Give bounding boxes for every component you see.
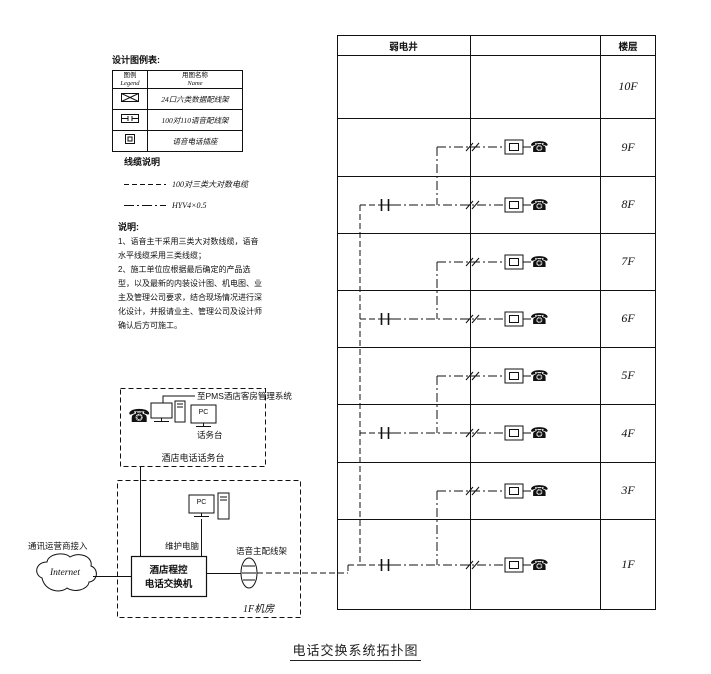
data-patch-panel-icon xyxy=(121,93,139,102)
note-line: 确认后方可施工。 xyxy=(118,321,182,330)
telephone-icon: ☎ xyxy=(530,483,549,500)
pms-leader-line xyxy=(162,395,195,403)
note-line: 主及管理公司要求，结合现场情况进行深 xyxy=(118,293,262,302)
note-line: 化设计，并报请业主、管理公司及设计师 xyxy=(118,307,262,316)
pbx-label-line2: 电话交换机 xyxy=(144,579,193,590)
riser-rows: ☎ ☎ ☎ ☎ ☎ ☎ ☎ ☎ xyxy=(359,139,549,574)
workstation-monitor-icon xyxy=(150,402,173,419)
telephone-icon: ☎ xyxy=(530,368,549,385)
floor-label-5F: 5F xyxy=(621,368,635,382)
floor-column-header: 楼层 xyxy=(618,41,638,53)
note-line: 1、语音主干采用三类大对数线缆，语音 xyxy=(118,237,259,246)
operator-console-area xyxy=(120,388,266,467)
machine-room-boundary xyxy=(117,480,301,618)
phone-socket-icon xyxy=(504,368,524,384)
legend-row: 语音电话插座 xyxy=(112,130,243,152)
cable-legend-item: HYV4×0.5 xyxy=(124,201,248,210)
workstation-tower-icon xyxy=(174,400,186,423)
telephone-icon: ☎ xyxy=(530,557,549,574)
shaft-header: 弱电井 xyxy=(389,41,418,53)
cable-count-mark xyxy=(465,428,474,438)
cable-legend: 线缆说明 100对三类大对数电缆 HYV4×0.5 xyxy=(124,155,248,210)
phone-socket-icon xyxy=(504,311,524,327)
cable-count-mark xyxy=(465,257,474,267)
phone-socket-icon xyxy=(504,483,524,499)
main-title: 电话交换系统拓扑图 xyxy=(0,640,711,661)
console-area-boundary xyxy=(120,388,266,467)
floor-label-10F: 10F xyxy=(618,79,638,93)
cable-legend-item: 100对三类大对数电缆 xyxy=(124,179,248,190)
machine-room-area xyxy=(117,480,301,618)
maintenance-pc-screen-label: PC xyxy=(196,499,207,506)
mdf-riser-cable xyxy=(257,564,361,574)
cable-count-mark xyxy=(465,314,474,324)
cable-count-mark xyxy=(465,371,474,381)
legend-header-symbol: 图例 Legend xyxy=(112,70,148,89)
phone-socket-icon xyxy=(504,425,524,441)
legend-row: 100对110语音配线架 xyxy=(112,109,243,131)
telephone-icon: ☎ xyxy=(530,254,549,271)
maintenance-pc-tower-icon xyxy=(217,492,230,520)
cable-count-mark xyxy=(465,486,474,496)
operator-console-label: 话务台 xyxy=(197,430,223,440)
internet-cloud-label: Internet xyxy=(49,568,81,578)
floor-label-6F: 6F xyxy=(621,311,635,325)
floor-label-8F: 8F xyxy=(621,197,635,211)
phone-socket-legend-icon xyxy=(125,134,135,144)
pbx-label-line1: 酒店程控 xyxy=(149,565,188,576)
cable-count-mark xyxy=(465,200,474,210)
telephone-icon: ☎ xyxy=(128,406,151,426)
legend-grid: 图例 Legend 用图名称 Name 24口六类数据配线架 xyxy=(112,70,243,152)
phone-socket-icon xyxy=(504,254,524,270)
phone-socket-icon xyxy=(504,557,524,573)
design-legend: 设计图例表: 图例 Legend 用图名称 Name xyxy=(112,53,243,152)
provider-access-label: 通讯运营商接入 xyxy=(28,541,88,551)
floor-label-7F: 7F xyxy=(621,254,635,268)
solid-connections xyxy=(93,466,241,577)
floor-label-9F: 9F xyxy=(621,139,635,154)
internet-cloud xyxy=(36,553,97,592)
machine-room-label: 1F机房 xyxy=(243,604,275,615)
dash-dot-line-sample xyxy=(124,205,166,206)
console-pc-label: PC xyxy=(198,409,209,416)
note-line: 2、施工单位应根据最后确定的产品选 xyxy=(118,265,251,274)
cable-legend-title: 线缆说明 xyxy=(124,157,161,167)
telephone-icon: ☎ xyxy=(530,425,549,442)
telephone-icon: ☎ xyxy=(530,139,549,156)
pms-link-label: 至PMS酒店客房管理系统 xyxy=(197,391,292,401)
note-line: 型，以及最新的内装设计图、机电图、业 xyxy=(118,279,262,288)
floor-label-1F: 1F xyxy=(621,557,635,571)
cable-count-mark xyxy=(465,142,474,152)
notes-block: 说明: 1、语音主干采用三类大对数线缆，语音 水平线缆采用三类线缆； 2、施工单… xyxy=(118,220,262,333)
phone-socket-icon xyxy=(504,139,524,155)
legend-header-name: 用图名称 Name xyxy=(147,70,243,89)
phone-socket-icon xyxy=(504,197,524,213)
console-area-label: 酒店电话话务台 xyxy=(161,453,225,463)
floor-label-3F: 3F xyxy=(621,483,635,497)
note-line: 水平线缆采用三类线缆； xyxy=(118,251,206,260)
dashed-line-sample xyxy=(124,184,166,185)
maintenance-pc-label: 维护电脑 xyxy=(165,541,200,551)
voice-patch-panel-icon xyxy=(121,114,139,123)
telephone-icon: ☎ xyxy=(530,311,549,328)
notes-title: 说明: xyxy=(118,222,139,232)
legend-row: 24口六类数据配线架 xyxy=(112,88,243,110)
cable-count-mark xyxy=(465,560,474,570)
voice-mdf-label: 语音主配线架 xyxy=(236,546,288,556)
floor-label-4F: 4F xyxy=(621,425,635,440)
riser-grid xyxy=(337,35,656,610)
legend-title: 设计图例表: xyxy=(112,55,160,65)
telephone-icon: ☎ xyxy=(530,197,549,214)
